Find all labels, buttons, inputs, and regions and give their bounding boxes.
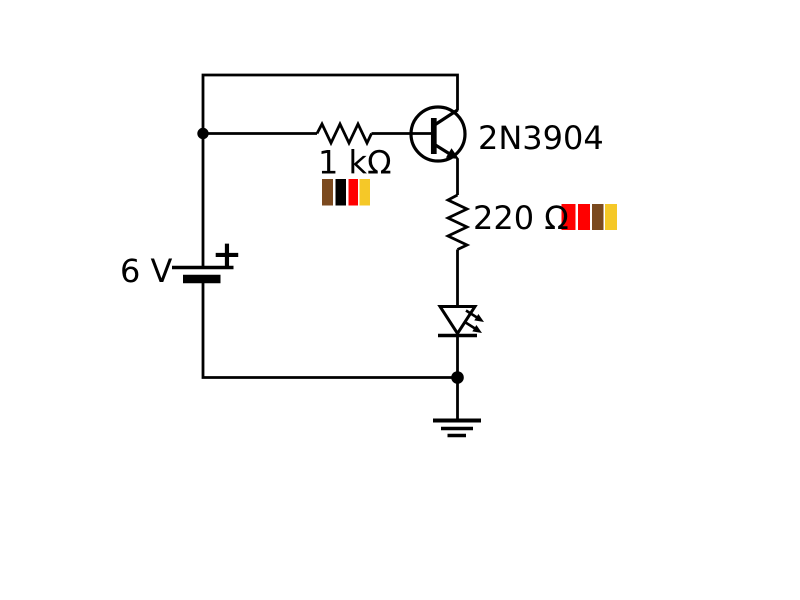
battery-voltage-label: 6 V [120,252,173,290]
wire-left-top-rail [201,73,459,266]
resistor-220-label: 220 Ω [473,199,569,237]
resistor-220-band-1 [561,204,576,230]
resistor-1k-label: 1 kΩ [318,144,392,182]
resistor-1k-band-2 [335,179,346,206]
transistor-emitter-arrowhead [445,148,459,159]
resistor-220-band-4 [605,204,617,230]
resistor-1k-band-1 [322,179,333,206]
resistor-1k-zigzag [315,120,373,147]
resistor-220-band-2 [578,204,590,230]
resistor-1k-band-4 [359,179,370,206]
led-light-arrow-2-head [472,325,482,333]
transistor-emitter-line [432,142,450,155]
led-light-arrow-1-head [474,314,484,322]
transistor-collector-line [432,108,459,127]
junction-dot-ground [451,371,464,384]
led-light-arrow-2-line [463,320,476,330]
transistor-part-label: 2N3904 [478,119,604,157]
junction-dot-base [197,127,209,140]
resistor-220-band-3 [592,204,604,230]
wire-left-bottom-rail [201,283,458,379]
led-triangle [437,305,478,337]
resistor-1k-band-3 [348,179,358,206]
led-light-arrow-1-line [465,309,478,319]
battery-plus-symbol: + [212,234,242,275]
resistor-220-zigzag [444,193,471,251]
transistor-body-circle [409,105,467,163]
